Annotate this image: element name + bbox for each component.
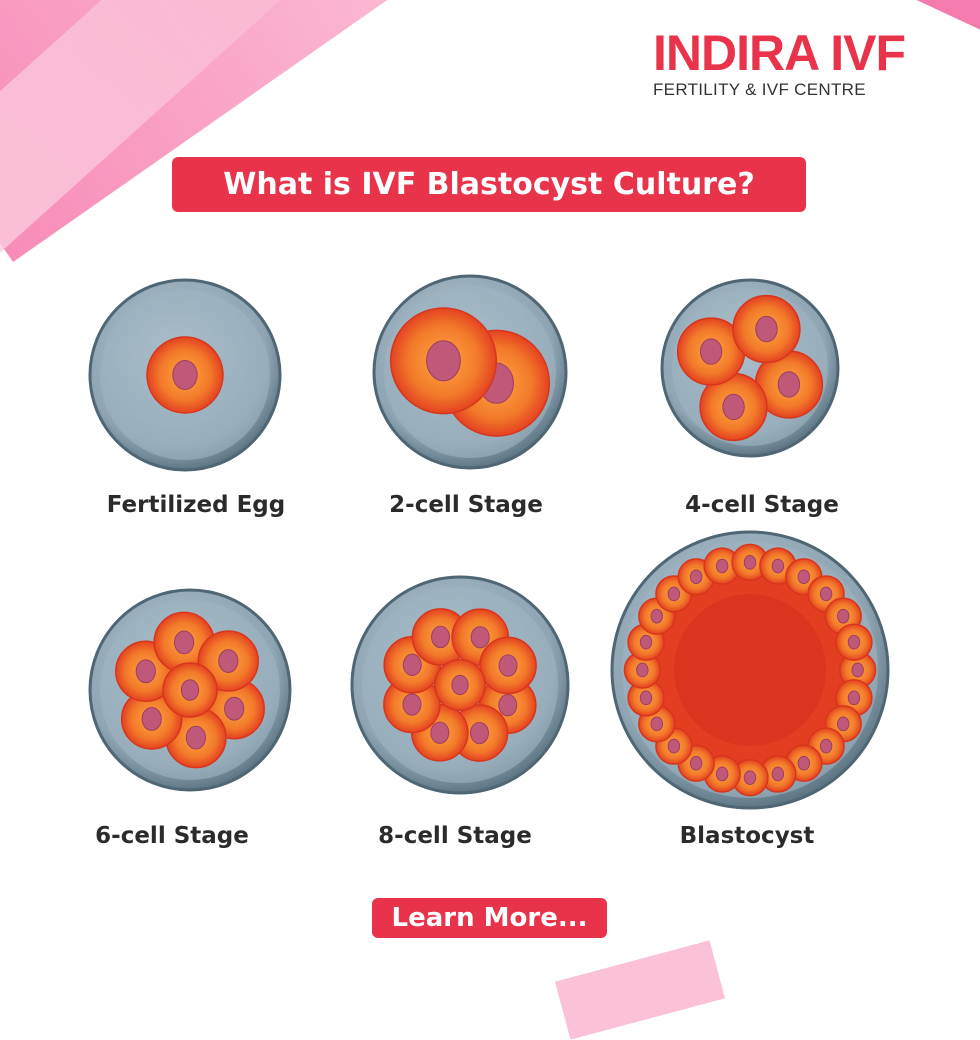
- page-title: What is IVF Blastocyst Culture?: [172, 157, 806, 212]
- cell-nucleus: [743, 770, 757, 785]
- cell-nucleus: [402, 693, 422, 716]
- stage-label: Blastocyst: [679, 823, 815, 849]
- cell-nucleus: [470, 626, 490, 649]
- cell-nucleus: [819, 586, 833, 602]
- cell-nucleus: [755, 315, 778, 343]
- cell-nucleus: [715, 558, 729, 574]
- cell-nucleus: [426, 340, 461, 382]
- logo-brand: INDIRA IVF: [653, 25, 906, 81]
- cell-nucleus: [689, 569, 703, 585]
- cell-nucleus: [636, 662, 649, 678]
- cell-nucleus: [771, 558, 785, 574]
- stage-label: 6-cell Stage: [95, 823, 249, 849]
- cell-nucleus: [218, 649, 239, 673]
- cell-nucleus: [639, 690, 653, 706]
- cell-nucleus: [430, 721, 450, 744]
- cell-nucleus: [771, 766, 785, 782]
- cell-nucleus: [667, 738, 681, 754]
- cell-nucleus: [851, 662, 864, 678]
- cell-nucleus: [722, 393, 745, 421]
- cell-nucleus: [650, 608, 664, 624]
- cell-nucleus: [639, 634, 653, 650]
- learn-more-button[interactable]: Learn More...: [372, 898, 607, 938]
- cell-nucleus: [224, 696, 245, 721]
- cell-nucleus: [699, 338, 723, 365]
- cell-nucleus: [498, 654, 518, 677]
- stage-label: 4-cell Stage: [685, 492, 839, 518]
- cell-nucleus: [819, 738, 833, 754]
- cell-nucleus: [470, 721, 489, 745]
- cell-nucleus: [185, 725, 207, 750]
- cell-nucleus: [743, 555, 757, 570]
- cell-nucleus: [451, 674, 469, 696]
- cell-nucleus: [141, 707, 162, 731]
- cell-nucleus: [847, 634, 861, 650]
- cell-nucleus: [797, 569, 811, 585]
- cell-nucleus: [180, 679, 200, 701]
- cell-nucleus: [847, 690, 861, 706]
- embryo-stages-illustration: [88, 274, 890, 810]
- cell-nucleus: [402, 653, 422, 676]
- stage-label: 2-cell Stage: [389, 492, 543, 518]
- cell-nucleus: [667, 586, 681, 602]
- cell-nucleus: [715, 766, 729, 782]
- cell-nucleus: [431, 625, 450, 649]
- cell-nucleus: [797, 755, 811, 771]
- cell-nucleus: [650, 716, 664, 732]
- cell-nucleus: [777, 371, 801, 398]
- inner-cavity: [674, 594, 826, 746]
- cell-nucleus: [172, 360, 198, 390]
- cell-nucleus: [173, 630, 195, 655]
- cell-nucleus: [836, 716, 850, 732]
- cell-nucleus: [836, 608, 850, 624]
- logo: INDIRA IVF FERTILITY & IVF CENTRE: [653, 28, 933, 100]
- cell-nucleus: [689, 755, 703, 771]
- logo-tagline: FERTILITY & IVF CENTRE: [653, 80, 866, 99]
- cell-nucleus: [498, 694, 518, 717]
- stage-label: Fertilized Egg: [106, 492, 286, 518]
- cell-nucleus: [135, 659, 156, 684]
- stage-label: 8-cell Stage: [378, 823, 532, 849]
